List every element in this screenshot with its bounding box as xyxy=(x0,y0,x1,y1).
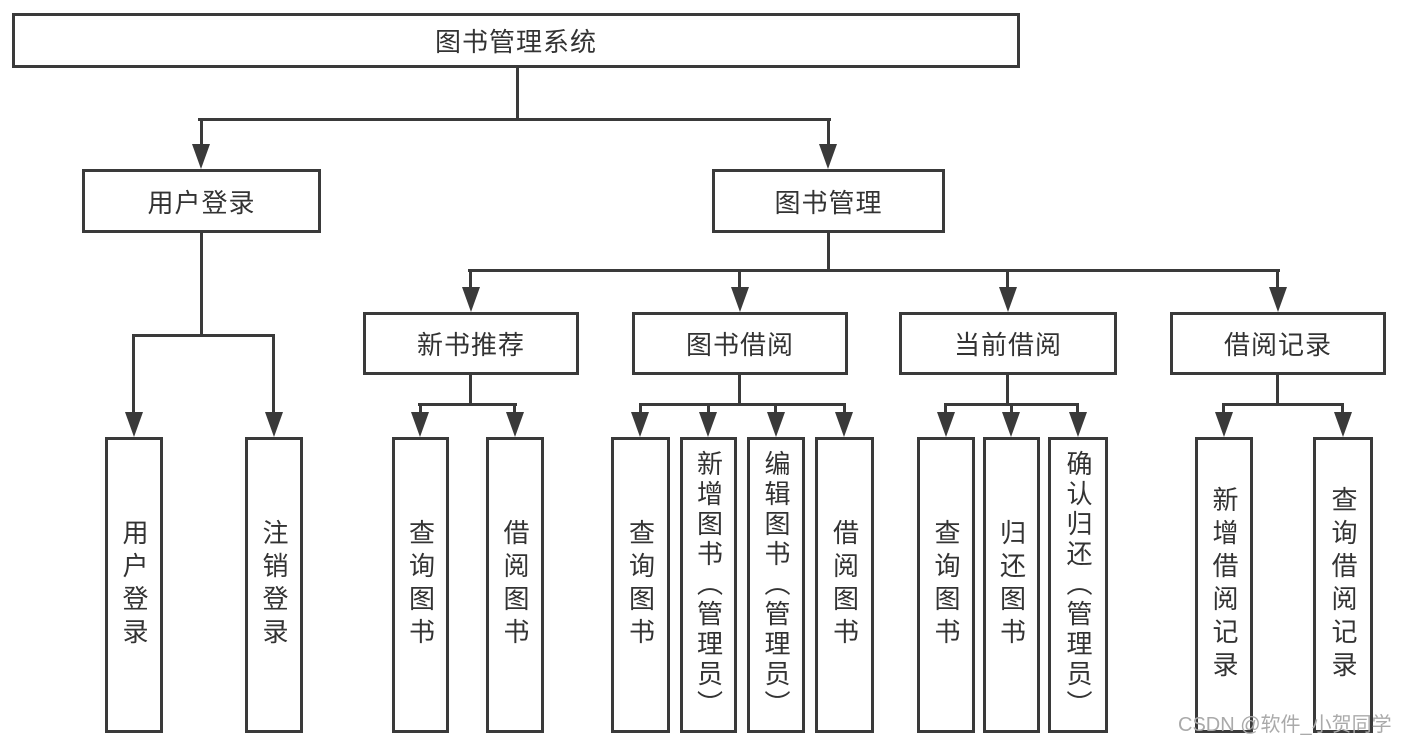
leaf-add-books-admin: 新增图书（管理员） xyxy=(680,437,737,733)
leaf-label: 注销登录 xyxy=(259,519,289,651)
arrowhead-current-leaf2 xyxy=(1002,412,1020,437)
arrowhead-newbook-leaf1 xyxy=(411,412,429,437)
arrowhead-login-leaf2 xyxy=(265,412,283,437)
node-label: 图书管理 xyxy=(774,187,883,218)
leaf-label: 借阅图书 xyxy=(500,519,530,651)
arrowhead-records xyxy=(1269,287,1287,312)
arrowhead-current-leaf1 xyxy=(937,412,955,437)
connector-borrow-leaf1-stub xyxy=(639,403,642,413)
arrowhead-borrow xyxy=(731,287,749,312)
node-new-book-recommendation: 新书推荐 xyxy=(363,312,579,375)
node-book-borrowing: 图书借阅 xyxy=(632,312,848,375)
arrowhead-records-leaf2 xyxy=(1334,412,1352,437)
node-label: 用户登录 xyxy=(147,187,256,218)
arrowhead-book-mgmt xyxy=(819,144,837,169)
csdn-watermark: CSDN @软件_小贺同学 xyxy=(1178,714,1392,736)
arrowhead-borrow-leaf1 xyxy=(631,412,649,437)
leaf-label: 借阅图书 xyxy=(829,519,860,651)
connector-current-leaf1-stub xyxy=(944,403,947,413)
node-label: 图书管理系统 xyxy=(434,27,597,57)
connector-newbook-stub xyxy=(469,269,472,287)
leaf-label: 新增图书（管理员） xyxy=(693,450,724,720)
connector-records-stem xyxy=(1276,375,1279,405)
node-borrowing-records: 借阅记录 xyxy=(1170,312,1386,375)
leaf-confirm-return-admin: 确认归还（管理员） xyxy=(1048,437,1108,733)
connector-current-leaf3-stub xyxy=(1076,403,1079,413)
connector-level1-bar xyxy=(198,118,831,121)
connector-newbook-leaf2-stub xyxy=(513,403,516,413)
node-current-borrowing: 当前借阅 xyxy=(899,312,1117,375)
leaf-label: 查询图书 xyxy=(931,519,961,651)
arrowhead-current-leaf3 xyxy=(1069,412,1087,437)
connector-login-bar xyxy=(132,334,275,337)
leaf-borrow-books-recommend: 借阅图书 xyxy=(486,437,544,733)
node-user-login: 用户登录 xyxy=(82,169,321,233)
arrowhead-records-leaf1 xyxy=(1215,412,1233,437)
connector-borrow-bar xyxy=(639,403,846,406)
connector-current-stub xyxy=(1006,269,1009,287)
connector-borrow-stub xyxy=(738,269,741,287)
connector-newbook-leaf1-stub xyxy=(419,403,422,413)
leaf-label: 编辑图书（管理员） xyxy=(761,450,791,720)
node-library-management-system: 图书管理系统 xyxy=(12,13,1020,68)
connector-records-stub xyxy=(1276,269,1279,287)
leaf-label: 查询借阅记录 xyxy=(1328,486,1358,684)
leaf-query-books-current: 查询图书 xyxy=(917,437,975,733)
arrowhead-borrow-leaf3 xyxy=(767,412,785,437)
arrowhead-borrow-leaf4 xyxy=(835,412,853,437)
node-label: 新书推荐 xyxy=(416,330,525,360)
connector-level2-bar xyxy=(468,269,1280,272)
node-label: 借阅记录 xyxy=(1223,330,1332,360)
arrowhead-current xyxy=(999,287,1017,312)
leaf-query-borrow-record: 查询借阅记录 xyxy=(1313,437,1373,733)
connector-book-mgmt-stub xyxy=(827,118,830,145)
leaf-label: 确认归还（管理员） xyxy=(1063,450,1093,720)
arrowhead-newbook xyxy=(462,287,480,312)
leaf-user-login: 用户登录 xyxy=(105,437,163,733)
connector-user-login-stub xyxy=(200,118,203,145)
leaf-borrow-books: 借阅图书 xyxy=(815,437,874,733)
node-label: 图书借阅 xyxy=(685,330,794,360)
connector-borrow-leaf3-stub xyxy=(774,403,777,413)
leaf-label: 查询图书 xyxy=(625,519,656,651)
connector-current-stem xyxy=(1006,375,1009,405)
leaf-label: 归还图书 xyxy=(996,519,1027,651)
leaf-return-books: 归还图书 xyxy=(983,437,1040,733)
connector-newbook-stem xyxy=(469,375,472,405)
arrowhead-user-login xyxy=(192,144,210,169)
leaf-query-books-borrow: 查询图书 xyxy=(611,437,670,733)
leaf-logout-login: 注销登录 xyxy=(245,437,303,733)
connector-login-leaf2-stub xyxy=(272,334,275,412)
leaf-edit-books-admin: 编辑图书（管理员） xyxy=(747,437,805,733)
connector-records-leaf2-stub xyxy=(1341,403,1344,413)
leaf-label: 查询图书 xyxy=(405,519,436,651)
connector-login-leaf1-stub xyxy=(132,334,135,412)
arrowhead-borrow-leaf2 xyxy=(699,412,717,437)
node-label: 当前借阅 xyxy=(953,330,1062,360)
connector-records-bar xyxy=(1222,403,1344,406)
leaf-label: 新增借阅记录 xyxy=(1209,486,1239,684)
connector-borrow-leaf2-stub xyxy=(707,403,710,413)
leaf-add-borrow-record: 新增借阅记录 xyxy=(1195,437,1253,733)
leaf-query-books-recommend: 查询图书 xyxy=(392,437,449,733)
connector-borrow-stem xyxy=(738,375,741,405)
connector-records-leaf1-stub xyxy=(1222,403,1225,413)
connector-borrow-leaf4-stub xyxy=(843,403,846,413)
node-book-management: 图书管理 xyxy=(712,169,945,233)
arrowhead-newbook-leaf2 xyxy=(506,412,524,437)
connector-current-leaf2-stub xyxy=(1010,403,1013,413)
arrowhead-login-leaf1 xyxy=(125,412,143,437)
connector-newbook-bar xyxy=(418,403,517,406)
connector-root-stem xyxy=(516,68,519,118)
leaf-label: 用户登录 xyxy=(119,519,149,651)
connector-login-stem xyxy=(200,233,203,336)
connector-mgmt-stem xyxy=(827,233,830,271)
